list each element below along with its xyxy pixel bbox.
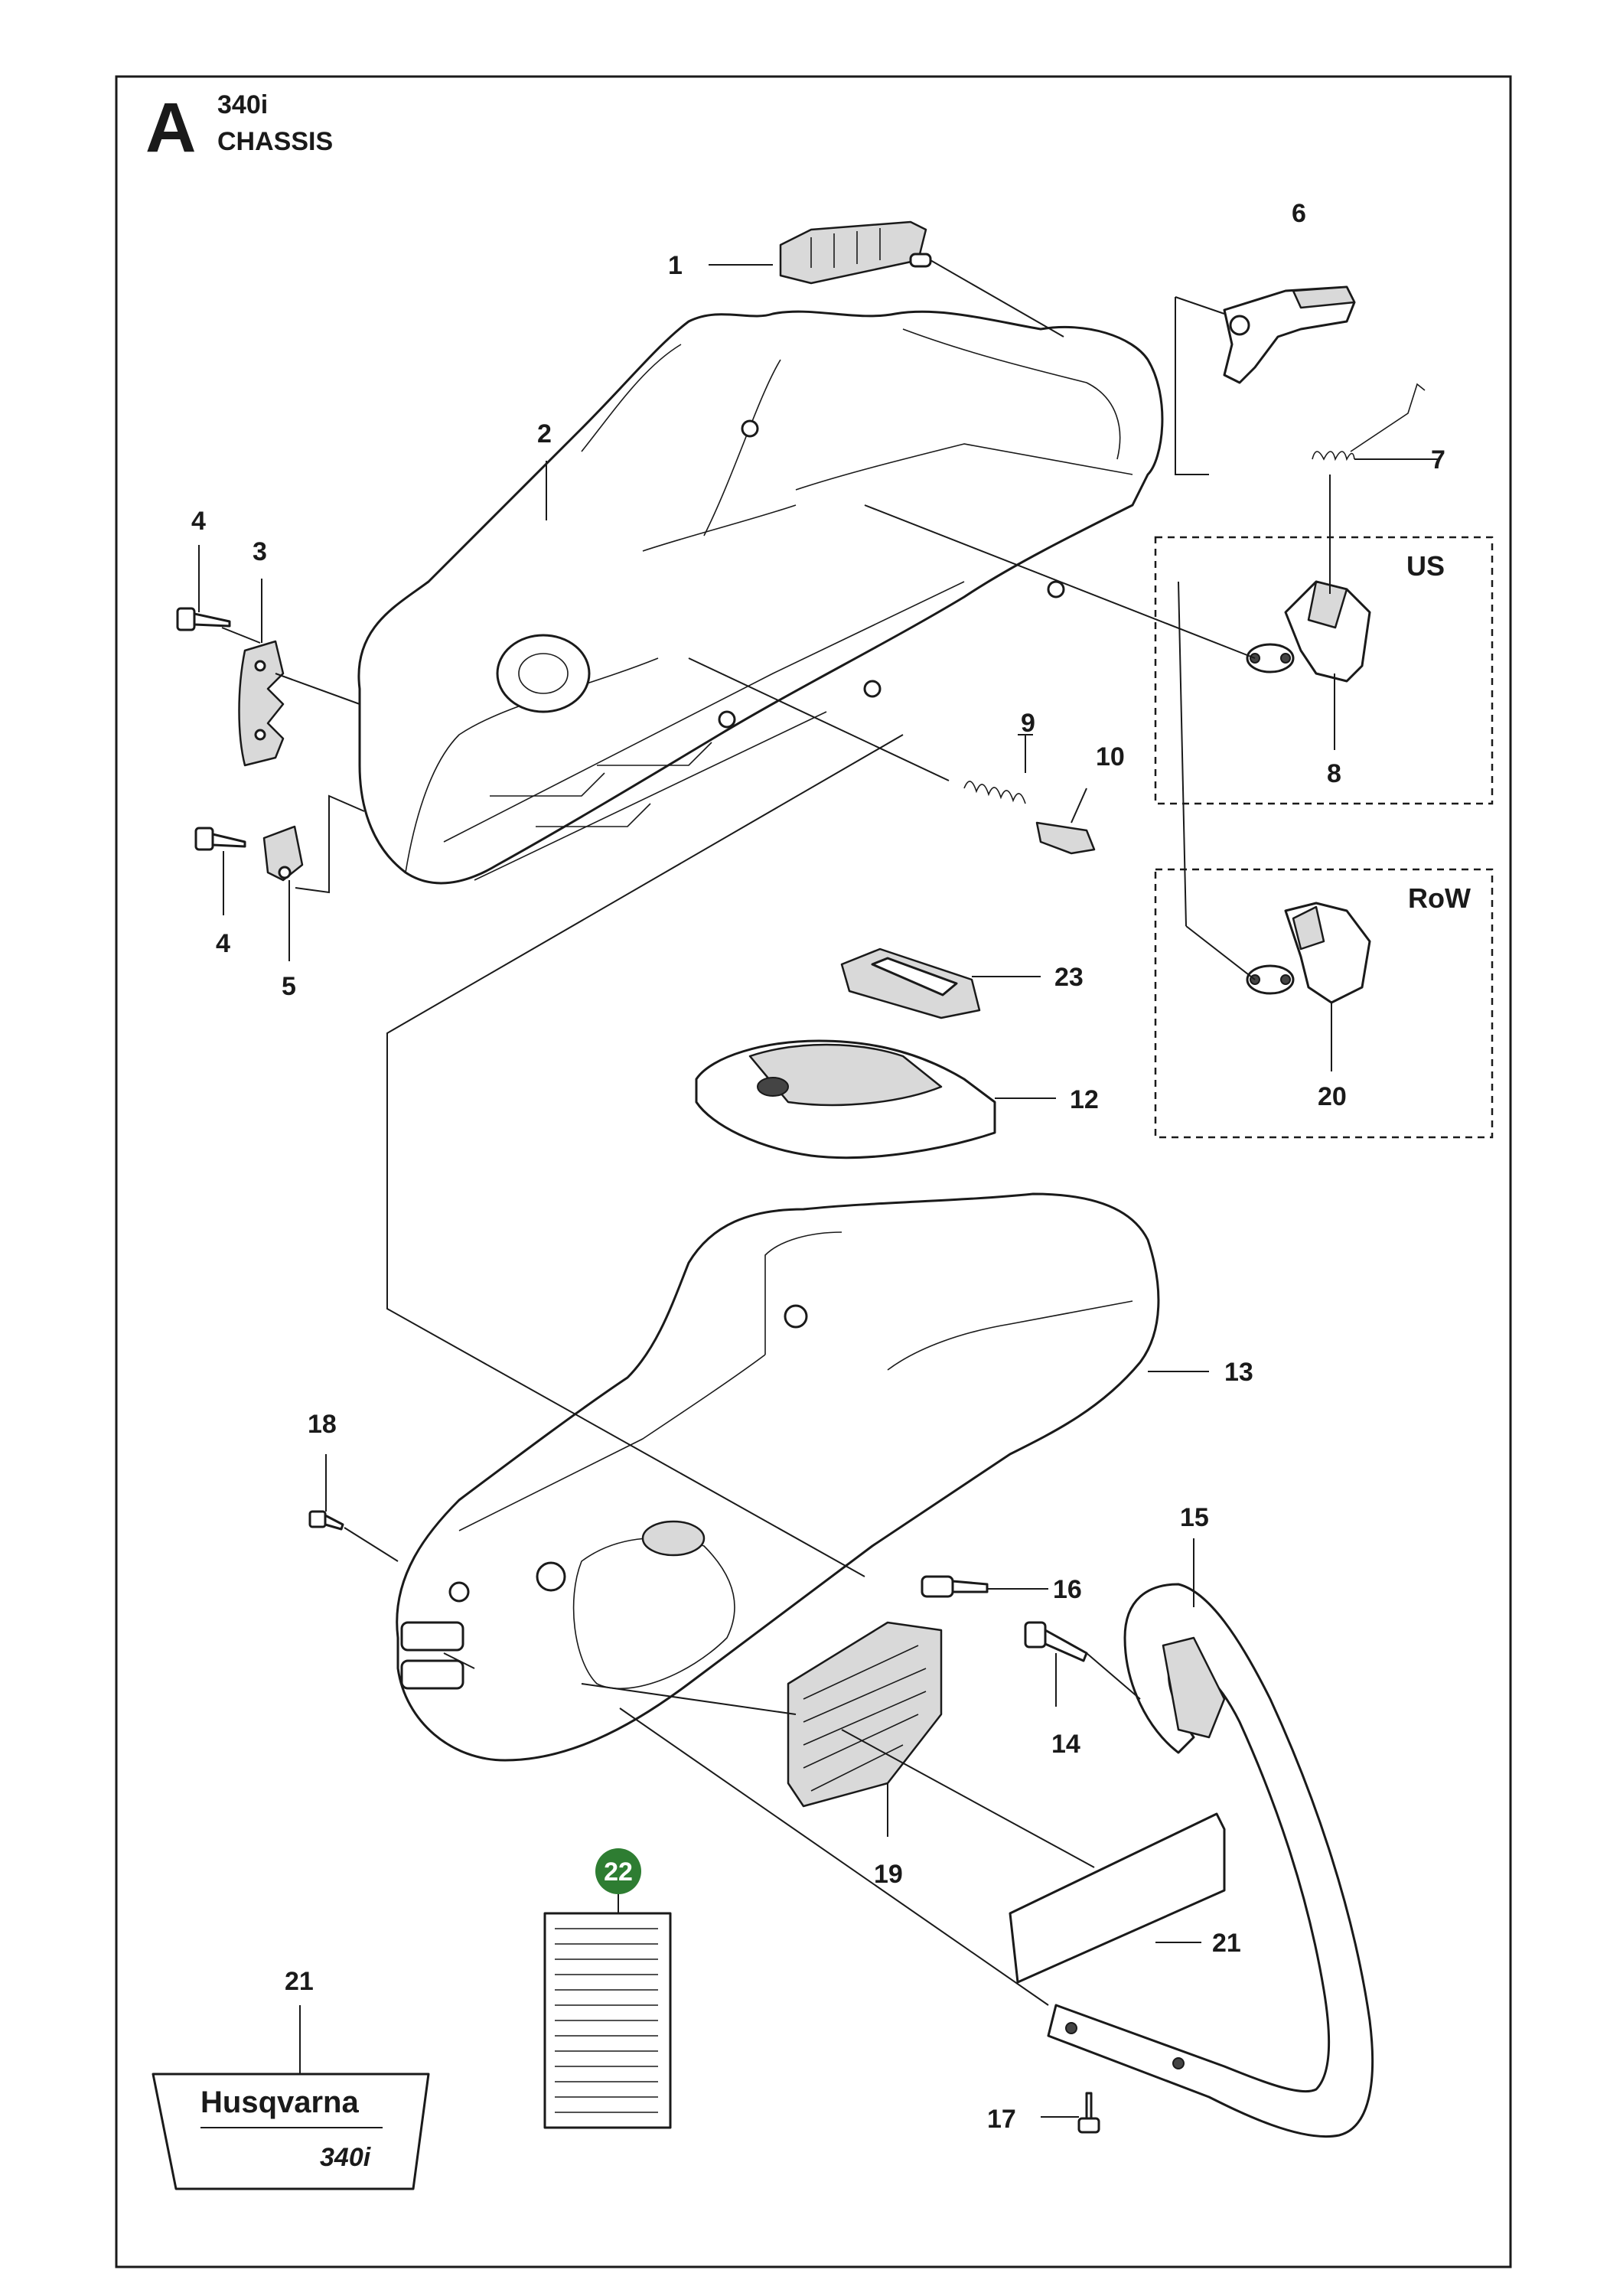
label-part-5: 5 [282,972,296,1001]
part-13-crankcase-housing [396,1192,1160,1762]
section-model: 340i [217,90,268,119]
page-frame [115,75,1512,2268]
part-10-plunger [1035,821,1096,855]
label-part-20: 20 [1318,1082,1347,1111]
row-variant-box [1154,868,1494,1139]
label-part-9: 9 [1021,709,1035,738]
part-6-throttle-trigger [1223,285,1356,384]
label-part-21-left: 21 [285,1967,314,1996]
part-3-bumper-spike [238,640,285,767]
label-part-19: 19 [874,1860,903,1889]
leader-lines [198,259,1439,2118]
part-4-screw-lower [194,827,246,851]
part-19-intake-grille [787,1621,943,1808]
part-4-screw-upper [176,607,231,631]
part-16-screw [921,1575,989,1598]
us-variant-label: US [1406,550,1445,582]
section-title: CHASSIS [217,127,333,156]
label-part-15: 15 [1180,1503,1209,1532]
part-1-guard [779,220,932,285]
part-9-spring [963,781,1026,804]
decal-model-text: 340i [320,2143,372,2172]
part-21-decal-strip [1009,1812,1226,1984]
part-8-lockout-us [1246,580,1371,683]
label-part-10: 10 [1096,742,1125,771]
part-23-filter-frame [840,947,981,1019]
part-22-warning-label [543,1912,672,2129]
part-18-screw [308,1510,344,1531]
part-15-front-handle [1047,1583,1374,2138]
label-part-8: 8 [1327,759,1341,788]
label-part-18: 18 [308,1410,337,1439]
part-14-screw [1024,1621,1088,1662]
part-7-spring [1312,383,1426,461]
label-part-14: 14 [1051,1730,1080,1759]
label-part-6: 6 [1292,199,1306,228]
label-part-2: 2 [537,419,552,448]
label-part-3: 3 [253,537,267,566]
part-5-chain-catcher [262,825,304,882]
part-22-badge: 22 [595,1848,641,1894]
part-12-cylinder-cover [695,1039,996,1159]
label-part-17: 17 [987,2105,1016,2134]
label-part-1: 1 [668,251,683,280]
label-part-16: 16 [1053,1575,1082,1604]
decal-brand-text: Husqvarna [200,2086,359,2119]
label-part-4-lower: 4 [216,929,230,958]
part-2-rear-handle-housing [357,310,1164,885]
label-part-23: 23 [1054,963,1084,992]
row-variant-label: RoW [1408,882,1471,914]
part-17-screw [1077,2092,1100,2134]
part-20-lockout-row [1246,902,1371,1004]
label-part-12: 12 [1070,1085,1099,1114]
label-part-4-upper: 4 [191,507,206,536]
label-part-13: 13 [1224,1358,1253,1387]
label-part-7: 7 [1431,445,1445,475]
label-part-21-right: 21 [1212,1929,1241,1958]
part-21-brand-decal: Husqvarna 340i [152,2073,430,2190]
section-letter: A [145,89,196,167]
us-variant-box [1154,536,1494,805]
badge-label-22: 22 [604,1857,633,1887]
